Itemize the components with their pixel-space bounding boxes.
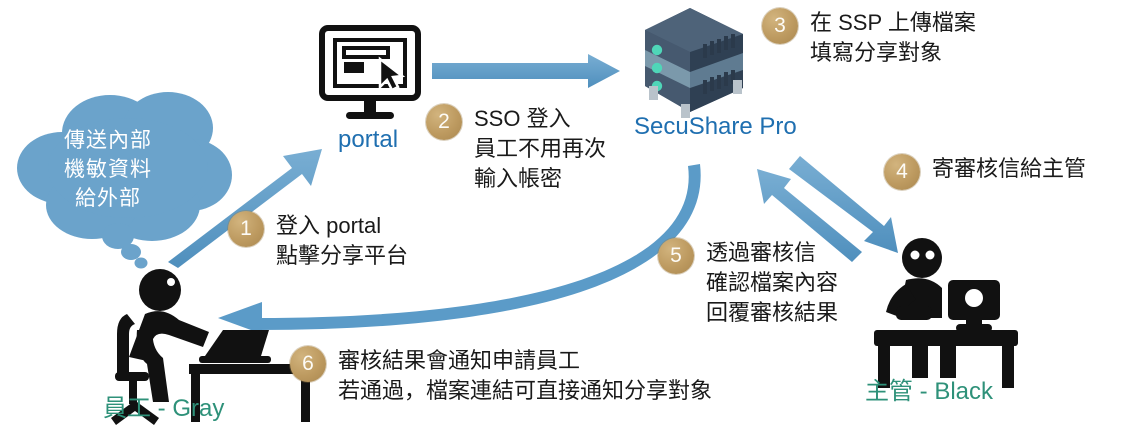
step-3-text: 在 SSP 上傳檔案 填寫分享對象 — [810, 10, 976, 65]
step-1: 1 登入 portal 點擊分享平台 — [228, 211, 408, 271]
step-6: 6 審核結果會通知申請員工 若通過，檔案連結可直接通知分享對象 — [290, 346, 712, 406]
step-6-badge: 6 — [290, 346, 326, 382]
node-label-manager: 主管 - Black — [865, 378, 994, 405]
step-4: 4 寄審核信給主管 — [884, 154, 1086, 190]
monitor-browser-cursor-icon — [319, 25, 421, 119]
thought-line-1: 傳送內部 — [64, 129, 152, 152]
node-label-employee: 員工 - Gray — [103, 395, 225, 422]
step-2: 2 SSO 登入 員工不用再次 輸入帳密 — [426, 104, 606, 194]
thought-line-2: 機敏資料 — [64, 158, 152, 181]
step-4-badge: 4 — [884, 154, 920, 190]
node-label-portal: portal — [338, 126, 399, 153]
step-1-text: 登入 portal 點擊分享平台 — [276, 213, 409, 268]
step-3-badge: 3 — [762, 8, 798, 44]
server-rack-icon — [645, 8, 743, 118]
step-6-text: 審核結果會通知申請員工 若通過，檔案連結可直接通知分享對象 — [338, 348, 713, 403]
step-4-text: 寄審核信給主管 — [932, 156, 1087, 181]
step-1-badge: 1 — [228, 211, 264, 247]
step-5-text: 透過審核信 確認檔案內容 回覆審核結果 — [706, 240, 839, 325]
step-5: 5 透過審核信 確認檔案內容 回覆審核結果 — [658, 238, 838, 328]
person-at-desk-monitor-icon — [874, 238, 1018, 388]
step-5-badge: 5 — [658, 238, 694, 274]
thought-bubble-text: 傳送內部 機敏資料 給外部 — [18, 126, 198, 213]
step-2-badge: 2 — [426, 104, 462, 140]
thought-line-3: 給外部 — [75, 187, 141, 210]
step-3: 3 在 SSP 上傳檔案 填寫分享對象 — [762, 8, 976, 68]
node-label-secushare: SecuShare Pro — [634, 113, 797, 140]
arrow-step-2 — [432, 54, 620, 88]
step-2-text: SSO 登入 員工不用再次 輸入帳密 — [474, 106, 607, 191]
